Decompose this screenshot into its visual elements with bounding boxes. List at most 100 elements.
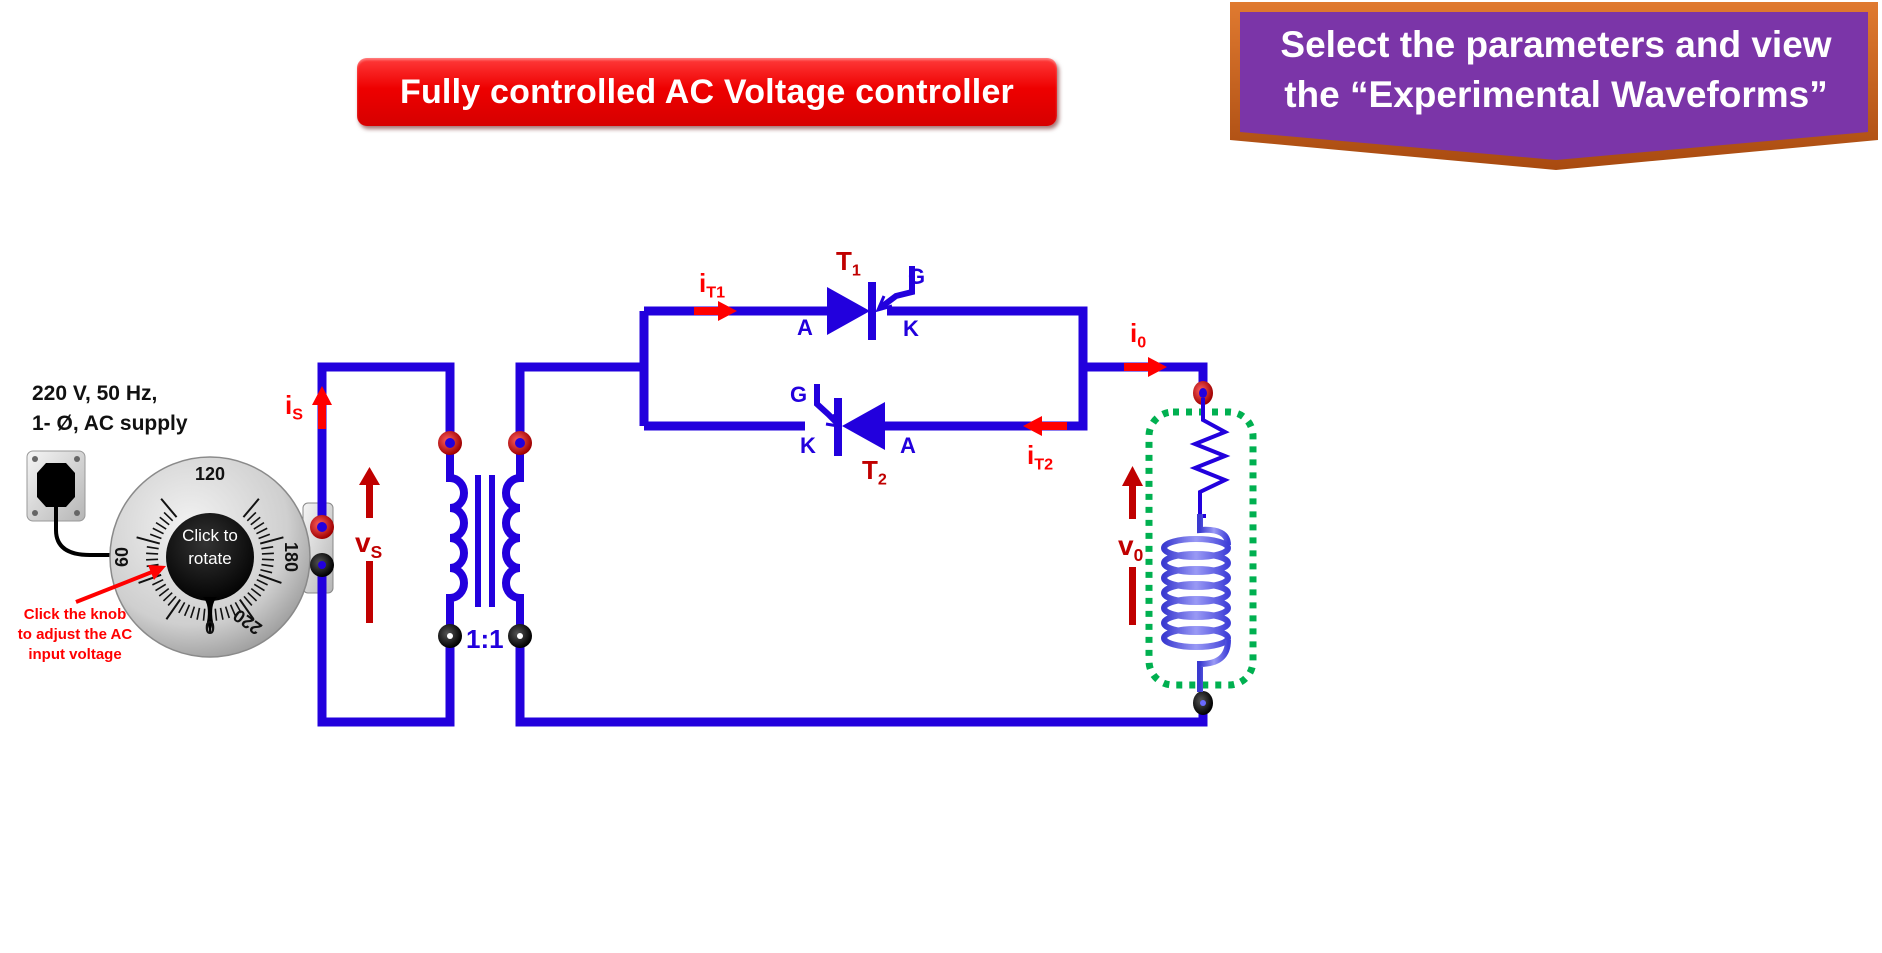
- label-t1-gate: G: [908, 264, 926, 289]
- dial-tick: [246, 511, 257, 522]
- primary-coil: [446, 443, 468, 636]
- dial-tick: [152, 578, 164, 586]
- dial-tick: [178, 602, 186, 614]
- dial-tick: [159, 516, 170, 526]
- dial-tick: [189, 606, 196, 619]
- label-t1-cathode: K: [903, 316, 919, 341]
- dial-tick: [256, 578, 268, 586]
- dial-tick: [261, 552, 274, 555]
- dial-label-60: 60: [112, 547, 132, 567]
- dial-tick: [158, 588, 170, 597]
- hint-line-2: to adjust the AC: [17, 626, 133, 643]
- voltage-arrows: [359, 466, 1143, 625]
- primary-wire-bottom: [317, 565, 455, 727]
- hint-line-1: Click the knob: [23, 606, 127, 623]
- dial-tick: [167, 595, 177, 606]
- wall-socket-icon: [26, 450, 86, 522]
- supply-label-line-1: 220 V, 50 Hz,: [32, 382, 158, 405]
- dial-tick: [261, 558, 274, 561]
- knob-pointer-icon: [203, 597, 217, 632]
- supply-cable: [54, 507, 114, 557]
- dial-tick: [258, 533, 271, 540]
- resistor-icon: [1189, 398, 1231, 518]
- pair-loop: [644, 306, 1088, 431]
- thyristor-t1-icon: [827, 266, 915, 340]
- thyristor-t2-icon: [805, 384, 885, 456]
- wires: [317, 306, 1208, 727]
- dial-tick: [260, 568, 273, 574]
- t1-current-arrow-icon: [694, 301, 737, 321]
- dial-tick: [229, 604, 237, 617]
- dial-tick: [146, 552, 159, 555]
- primary-wire-top: [317, 362, 455, 530]
- source-voltage-arrow-icon: [359, 467, 380, 623]
- source-current-arrow-icon: [312, 386, 332, 429]
- dial-tick: [259, 536, 284, 545]
- dial-tick: [250, 588, 262, 597]
- label-t2: T2: [862, 455, 887, 489]
- label-t1-current: iT1: [699, 268, 726, 302]
- dial-tick: [234, 602, 242, 614]
- label-t2-gate: G: [790, 382, 808, 407]
- title-button[interactable]: Fully controlled AC Voltage controller: [357, 58, 1057, 126]
- dial-tick: [253, 521, 265, 530]
- dial-tick: [146, 546, 159, 550]
- dial-tick: [155, 521, 167, 530]
- dial-tick: [214, 608, 218, 621]
- dial-tick: [160, 498, 178, 518]
- dial-tick: [146, 558, 159, 561]
- dial-tick: [250, 516, 261, 526]
- dial-tick: [196, 607, 201, 620]
- dial-tick: [149, 533, 162, 540]
- label-load-voltage: v0: [1118, 530, 1144, 566]
- label-t2-cathode: K: [800, 433, 816, 458]
- secondary-wire-top: [515, 362, 644, 443]
- dial-tick: [261, 546, 274, 550]
- label-t2-anode: A: [900, 433, 916, 458]
- hint-line-3: input voltage: [28, 646, 122, 663]
- dial-tick: [162, 592, 173, 602]
- dial-tick: [247, 592, 258, 602]
- rotate-knob[interactable]: [166, 513, 254, 601]
- experimental-waveforms-banner[interactable]: [1226, 0, 1882, 178]
- secondary-coil: [502, 443, 524, 636]
- dial-tick: [219, 607, 224, 620]
- hint-arrow-icon: [75, 565, 166, 604]
- dial-tick: [239, 599, 255, 620]
- dial-tick: [242, 498, 260, 518]
- t2-current-arrow-icon: [1023, 416, 1067, 436]
- knob-hint: Click the knob to adjust the AC input vo…: [0, 605, 150, 665]
- dial-tick: [253, 583, 265, 592]
- dial-tick: [136, 536, 161, 545]
- dial-tick: [243, 595, 253, 606]
- variac-dial[interactable]: 120 60 180 0 220: [109, 456, 311, 658]
- dial-tick: [202, 608, 206, 621]
- supply-label-line-2: 1- Ø, AC supply: [32, 412, 188, 435]
- label-t1: T1: [836, 246, 861, 280]
- dial-tick: [155, 583, 167, 592]
- label-transformer-ratio: 1:1: [466, 624, 504, 654]
- label-source-voltage: vS: [355, 527, 383, 563]
- load-voltage-arrow-icon: [1122, 466, 1143, 625]
- label-load-current: i0: [1130, 318, 1147, 352]
- dial-tick: [258, 573, 282, 584]
- label-t1-anode: A: [797, 315, 813, 340]
- load-current-arrow-icon: [1124, 357, 1167, 377]
- dial-tick: [256, 527, 268, 535]
- dial-label-0: 0: [205, 618, 215, 638]
- current-arrows: [312, 301, 1167, 436]
- dial-tick: [163, 511, 174, 522]
- return-wire: [515, 636, 1208, 727]
- dial-label-180: 180: [281, 542, 301, 572]
- transformer-icon: [446, 443, 524, 636]
- load-rl-icon: [1145, 398, 1257, 692]
- supply-label: 220 V, 50 Hz, 1- Ø, AC supply: [32, 379, 188, 439]
- label-source-current: iS: [285, 390, 303, 424]
- dial-tick: [152, 527, 164, 535]
- dial-tick: [183, 604, 191, 617]
- dial-tick: [165, 599, 181, 620]
- label-t2-current: iT2: [1027, 440, 1054, 474]
- dial-label-120: 120: [195, 464, 225, 484]
- dial-tick: [261, 563, 274, 568]
